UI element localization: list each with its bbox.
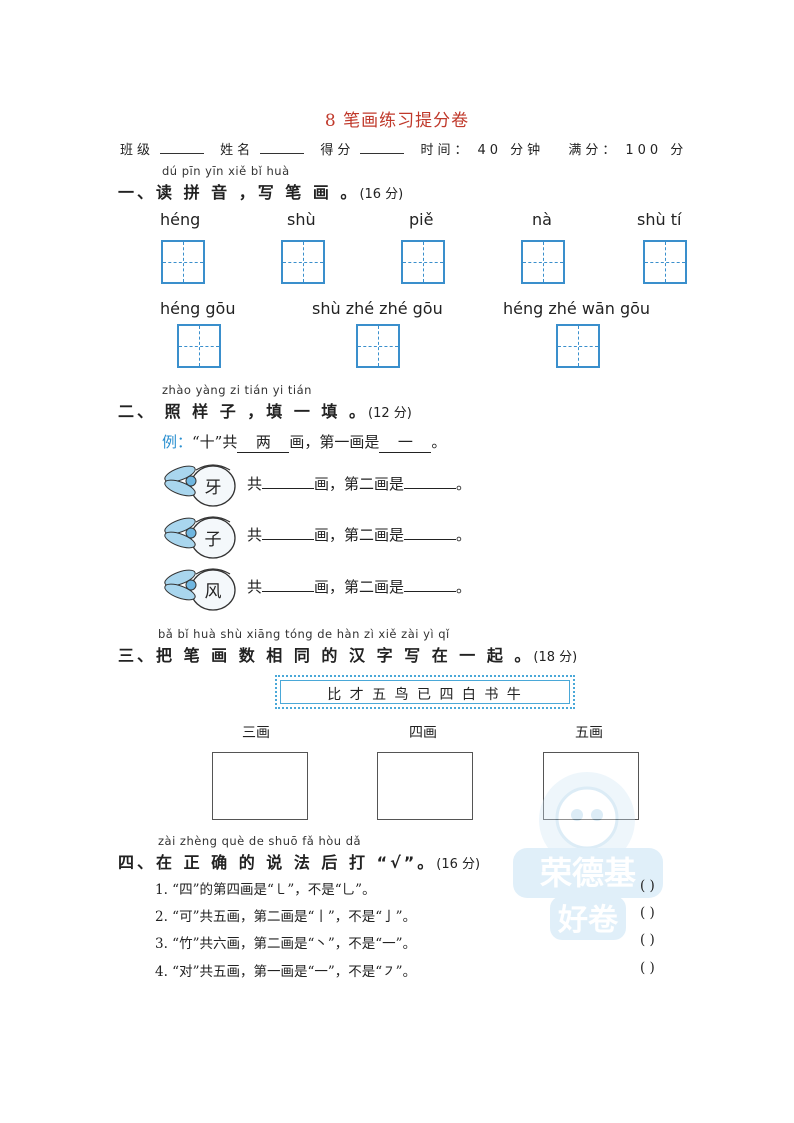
example-blank: 一 <box>379 431 432 453</box>
score-blank[interactable] <box>360 141 405 154</box>
bag-char: 牙 <box>205 478 222 498</box>
gong-text: 共 <box>247 475 263 493</box>
mid-text: 画，第二画是 <box>314 475 405 493</box>
example-pre: “十”共 <box>192 433 238 451</box>
box-label: 四画 <box>409 725 437 741</box>
s3-score: (18 分) <box>533 650 578 665</box>
example-mid: 画，第一画是 <box>289 433 380 451</box>
time-value: 40 分钟 <box>477 143 545 158</box>
dragonfly-bag-icon: 牙 <box>164 464 236 507</box>
grid-label: héng <box>160 210 201 229</box>
statement: 3. “竹”共六画，第二画是“丶”，不是“一”。 <box>155 936 417 952</box>
page-title: 8 笔画练习提分卷 <box>324 111 470 131</box>
count-blank[interactable] <box>262 472 315 489</box>
grid-label: nà <box>532 210 552 229</box>
stroke-blank[interactable] <box>404 472 457 489</box>
statement: 4. “对”共五画，第一画是“一”，不是“㇇”。 <box>155 964 417 980</box>
gong-text: 共 <box>247 526 263 544</box>
score-label: 得分 <box>320 143 355 158</box>
mid-text: 画，第二画是 <box>314 526 405 544</box>
s4-pinyin: zài zhèng què de shuō fǎ hòu dǎ <box>158 834 362 848</box>
writing-grid[interactable] <box>401 240 445 284</box>
class-label: 班级 <box>120 143 155 158</box>
s3-heading-text: 三、把 笔 画 数 相 同 的 汉 字 写 在 一 起 。 <box>118 646 534 665</box>
writing-grid[interactable] <box>521 240 565 284</box>
dragonfly-bag-icon: 风 <box>164 568 236 611</box>
dragonfly-bag-icon: 子 <box>164 516 236 559</box>
box-label: 三画 <box>242 725 270 741</box>
statement: 1. “四”的第四画是“㇄”，不是“乚”。 <box>155 882 376 898</box>
grid-label: shù zhé zhé gōu <box>312 299 443 318</box>
s2-heading: 二、 照 样 子 ，填 一 填 。(12 分) <box>118 398 412 422</box>
writing-grid[interactable] <box>281 240 325 284</box>
s1-heading: 一、读 拼 音 ，写 笔 画 。(16 分) <box>118 179 403 203</box>
s1-heading-text: 一、读 拼 音 ，写 笔 画 。 <box>118 183 360 202</box>
end-text: 。 <box>456 578 472 596</box>
count-blank[interactable] <box>262 523 315 540</box>
watermark-logo-icon: 荣德基 好卷 <box>513 772 663 940</box>
example-blank: 两 <box>237 431 290 453</box>
answer-parens[interactable]: ( ) <box>640 932 655 948</box>
grid-label: héng gōu <box>160 299 236 318</box>
name-blank[interactable] <box>260 141 305 154</box>
s2-pinyin: zhào yàng zi tián yi tián <box>162 383 312 397</box>
time-label: 时间： <box>420 143 472 158</box>
example-end: 。 <box>431 433 447 451</box>
answer-box-three[interactable] <box>212 752 308 820</box>
fill-line: 共 画，第二画是 。 <box>247 575 471 597</box>
s3-pinyin: bǎ bǐ huà shù xiāng tóng de hàn zì xiě z… <box>158 627 450 641</box>
svg-text:荣德基: 荣德基 <box>540 854 636 892</box>
fill-line: 共 画，第二画是 。 <box>247 523 471 545</box>
answer-parens[interactable]: ( ) <box>640 905 655 921</box>
example-label: 例： <box>162 433 193 451</box>
info-line: 班级 姓名 得分 时间： 40 分钟 满分： 100 分 <box>120 139 720 158</box>
name-label: 姓名 <box>220 143 255 158</box>
box-label: 五画 <box>575 725 603 741</box>
grid-label: shù tí <box>637 210 682 229</box>
end-text: 。 <box>456 526 472 544</box>
character-box: 比 才 五 鸟 已 四 白 书 牛 <box>275 675 575 709</box>
svg-text:好卷: 好卷 <box>557 903 619 938</box>
writing-grid[interactable] <box>643 240 687 284</box>
full-value: 100 分 <box>625 143 688 158</box>
example-line: 例：“十”共两画，第一画是一。 <box>162 431 446 453</box>
grid-label: héng zhé wān gōu <box>503 299 651 318</box>
stroke-blank[interactable] <box>404 523 457 540</box>
s4-score: (16 分) <box>436 857 481 872</box>
s4-heading: 四、在 正 确 的 说 法 后 打 “√”。(16 分) <box>118 849 480 873</box>
stroke-blank[interactable] <box>404 575 457 592</box>
gong-text: 共 <box>247 578 263 596</box>
answer-parens[interactable]: ( ) <box>640 878 655 894</box>
answer-parens[interactable]: ( ) <box>640 960 655 976</box>
character-list: 比 才 五 鸟 已 四 白 书 牛 <box>327 687 523 703</box>
s2-score: (12 分) <box>368 406 412 421</box>
answer-box-four[interactable] <box>377 752 473 820</box>
s4-heading-text: 四、在 正 确 的 说 法 后 打 “√”。 <box>118 853 437 872</box>
answer-box-five[interactable] <box>543 752 639 820</box>
bag-char: 风 <box>205 582 222 602</box>
full-label: 满分： <box>568 143 620 158</box>
s3-heading: 三、把 笔 画 数 相 同 的 汉 字 写 在 一 起 。(18 分) <box>118 642 577 666</box>
mid-text: 画，第二画是 <box>314 578 405 596</box>
s2-heading-text: 二、 照 样 子 ，填 一 填 。 <box>118 402 368 421</box>
writing-grid[interactable] <box>556 324 600 368</box>
statement: 2. “可”共五画，第二画是“丨”，不是“亅”。 <box>155 909 417 925</box>
count-blank[interactable] <box>262 575 315 592</box>
s1-pinyin: dú pīn yīn xiě bǐ huà <box>162 164 290 178</box>
writing-grid[interactable] <box>356 324 400 368</box>
fill-line: 共 画，第二画是 。 <box>247 472 471 494</box>
class-blank[interactable] <box>160 141 205 154</box>
s1-score: (16 分) <box>359 187 404 202</box>
writing-grid[interactable] <box>177 324 221 368</box>
bag-char: 子 <box>205 530 222 550</box>
grid-label: shù <box>287 210 316 229</box>
grid-label: piě <box>409 210 434 229</box>
writing-grid[interactable] <box>161 240 205 284</box>
end-text: 。 <box>456 475 472 493</box>
